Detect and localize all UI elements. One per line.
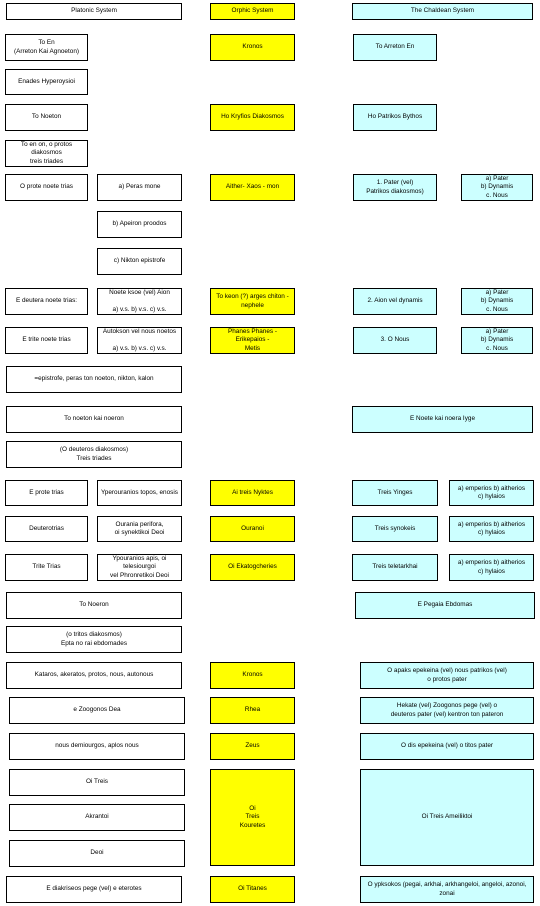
ho-kryfios-box: Ho Kryfios Diakosmos <box>210 104 295 131</box>
chaldean-system-header: The Chaldean System <box>352 3 533 20</box>
epistrofe-peras-box: =epistrofe, peras ton noeton, nikton, ka… <box>6 366 182 393</box>
autokson-box: Autokson vel nous noetos a) v.s. b) v.s.… <box>97 327 182 354</box>
deuteros-diakosmos-box: (O deuteros diakosmos) Treis triades <box>6 441 182 468</box>
pater-dynamis-nous-2-box: a) Pater b) Dynamis c. Nous <box>461 288 533 315</box>
e-prote-trias-box: E prote trias <box>5 480 88 506</box>
yperouranios-box: Yperouranios topos, enosis <box>97 480 182 506</box>
pater-patrikos-box: 1. Pater (vel) Patrikos diakosmos) <box>353 174 437 201</box>
deuterotrias-box: Deuterotrias <box>5 516 88 542</box>
to-noeron-box: To Noeron <box>6 592 182 619</box>
o-apaks-epekeina-box: O apaks epekeina (vel) nous patrikos (ve… <box>360 662 534 689</box>
deoi-box: Deoi <box>9 840 185 867</box>
emperios-2-box: a) emperios b) aitherios c) hylaios <box>449 516 534 542</box>
zeus-box: Zeus <box>210 733 295 760</box>
to-noeton-kai-noeron-box: To noeton kai noeron <box>6 406 182 433</box>
enades-box: Enades Hyperoysioi <box>5 69 88 95</box>
e-diakriseos-box: E diakriseos pege (vel) e eterotes <box>6 876 182 903</box>
peras-mone-box: a) Peras mone <box>97 174 182 201</box>
o-nous-box: 3. O Nous <box>353 327 437 354</box>
ypouranios-box: Ypouranios apis, oi telesiourgoi vel Phr… <box>97 554 182 581</box>
treis-teletarkhai-box: Treis teletarkhai <box>352 554 438 581</box>
oi-titanes-box: Oi Titanes <box>210 876 295 903</box>
ho-patrikos-bythos-box: Ho Patrikos Bythos <box>353 104 437 131</box>
e-noete-kai-noera-box: E Noete kai noera Iyge <box>352 406 533 433</box>
hekate-box: Hekate (vel) Zoogonos pege (vel) o deute… <box>360 697 534 724</box>
o-dis-epekeina-box: O dis epekeina (vel) o titos pater <box>360 733 534 760</box>
to-keon-box: To keon (?) arges chiton - nephele <box>210 288 295 315</box>
pater-dynamis-nous-1-box: a) Pater b) Dynamis c. Nous <box>461 174 533 201</box>
treis-yinges-box: Treis Yinges <box>352 480 438 506</box>
orphic-system-header: Orphic System <box>210 3 295 20</box>
platonic-system-header: Platonic System <box>6 3 182 20</box>
rhea-box: Rhea <box>210 697 295 724</box>
ouranoi-box: Ouranoi <box>210 516 295 542</box>
ourania-perifora-box: Ourania perifora, oi synektikoi Deoi <box>97 516 182 542</box>
oi-treis-ameilikto-box: Oi Treis Ameiliktoi <box>360 769 534 866</box>
aither-xaos-box: Aither- Xaos - mon <box>210 174 295 201</box>
noete-ksoe-box: Noete ksoe (vel) Aion a) v.s. b) v.s. c)… <box>97 288 182 315</box>
trite-trias-box: Trite Trias <box>5 554 88 581</box>
oi-treis-box: Oi Treis <box>9 769 185 796</box>
kronos-2-box: Kronos <box>210 662 295 689</box>
pater-dynamis-nous-3-box: a) Pater b) Dynamis c. Nous <box>461 327 533 354</box>
apeiron-proodos-box: b) Apeiron proodos <box>97 211 182 238</box>
treis-synokeis-box: Treis synokeis <box>352 516 438 542</box>
oi-ekatogcheries-box: Oi Ekatogcheries <box>210 554 295 581</box>
emperios-3-box: a) emperios b) aitherios c) hylaios <box>449 554 534 581</box>
nous-demiourgos-box: nous demiourgos, aplos nous <box>9 733 185 760</box>
kataros-box: Kataros, akeratos, protos, nous, autonou… <box>6 662 182 689</box>
phanes-box: Phanes Phanes - Erikepaios - Metis <box>210 327 295 354</box>
e-zoogonos-dea-box: e Zoogonos Dea <box>9 697 185 724</box>
nikton-epistrofe-box: c) Nikton epistrofe <box>97 248 182 275</box>
ai-treis-nyktes-box: Ai treis Nyktes <box>210 480 295 506</box>
o-ypksokos-box: O ypksokos (pegai, arkhai, arkhangeloi, … <box>360 876 534 903</box>
emperios-1-box: a) emperios b) aitherios c) hylaios <box>449 480 534 506</box>
tritos-diakosmos-box: (o tritos diakosmos) Epta no rai ebdomad… <box>6 626 182 653</box>
kronos-box: Kronos <box>210 34 295 61</box>
to-en-on-box: To en on, o protos diakosmos treis triad… <box>5 140 88 167</box>
aion-vel-dynamis-box: 2. Aion vel dynamis <box>353 288 437 315</box>
trite-noete-trias-box: E trite noete trias <box>5 327 88 354</box>
deutera-noete-trias-box: E deutera noete trias: <box>5 288 88 315</box>
e-pegaia-ebdomas-box: E Pegaia Ebdomas <box>355 592 535 619</box>
to-en-box: To En (Arreton Kai Agnoeton) <box>5 34 88 61</box>
prote-noete-trias-box: O prote noete trias <box>5 174 88 201</box>
to-arreton-en-box: To Arreton En <box>353 34 437 61</box>
oi-treis-kouretes-box: Oi Treis Kouretes <box>210 769 295 866</box>
akrantoi-box: Akrantoi <box>9 804 185 831</box>
to-noeton-box: To Noeton <box>5 104 88 131</box>
